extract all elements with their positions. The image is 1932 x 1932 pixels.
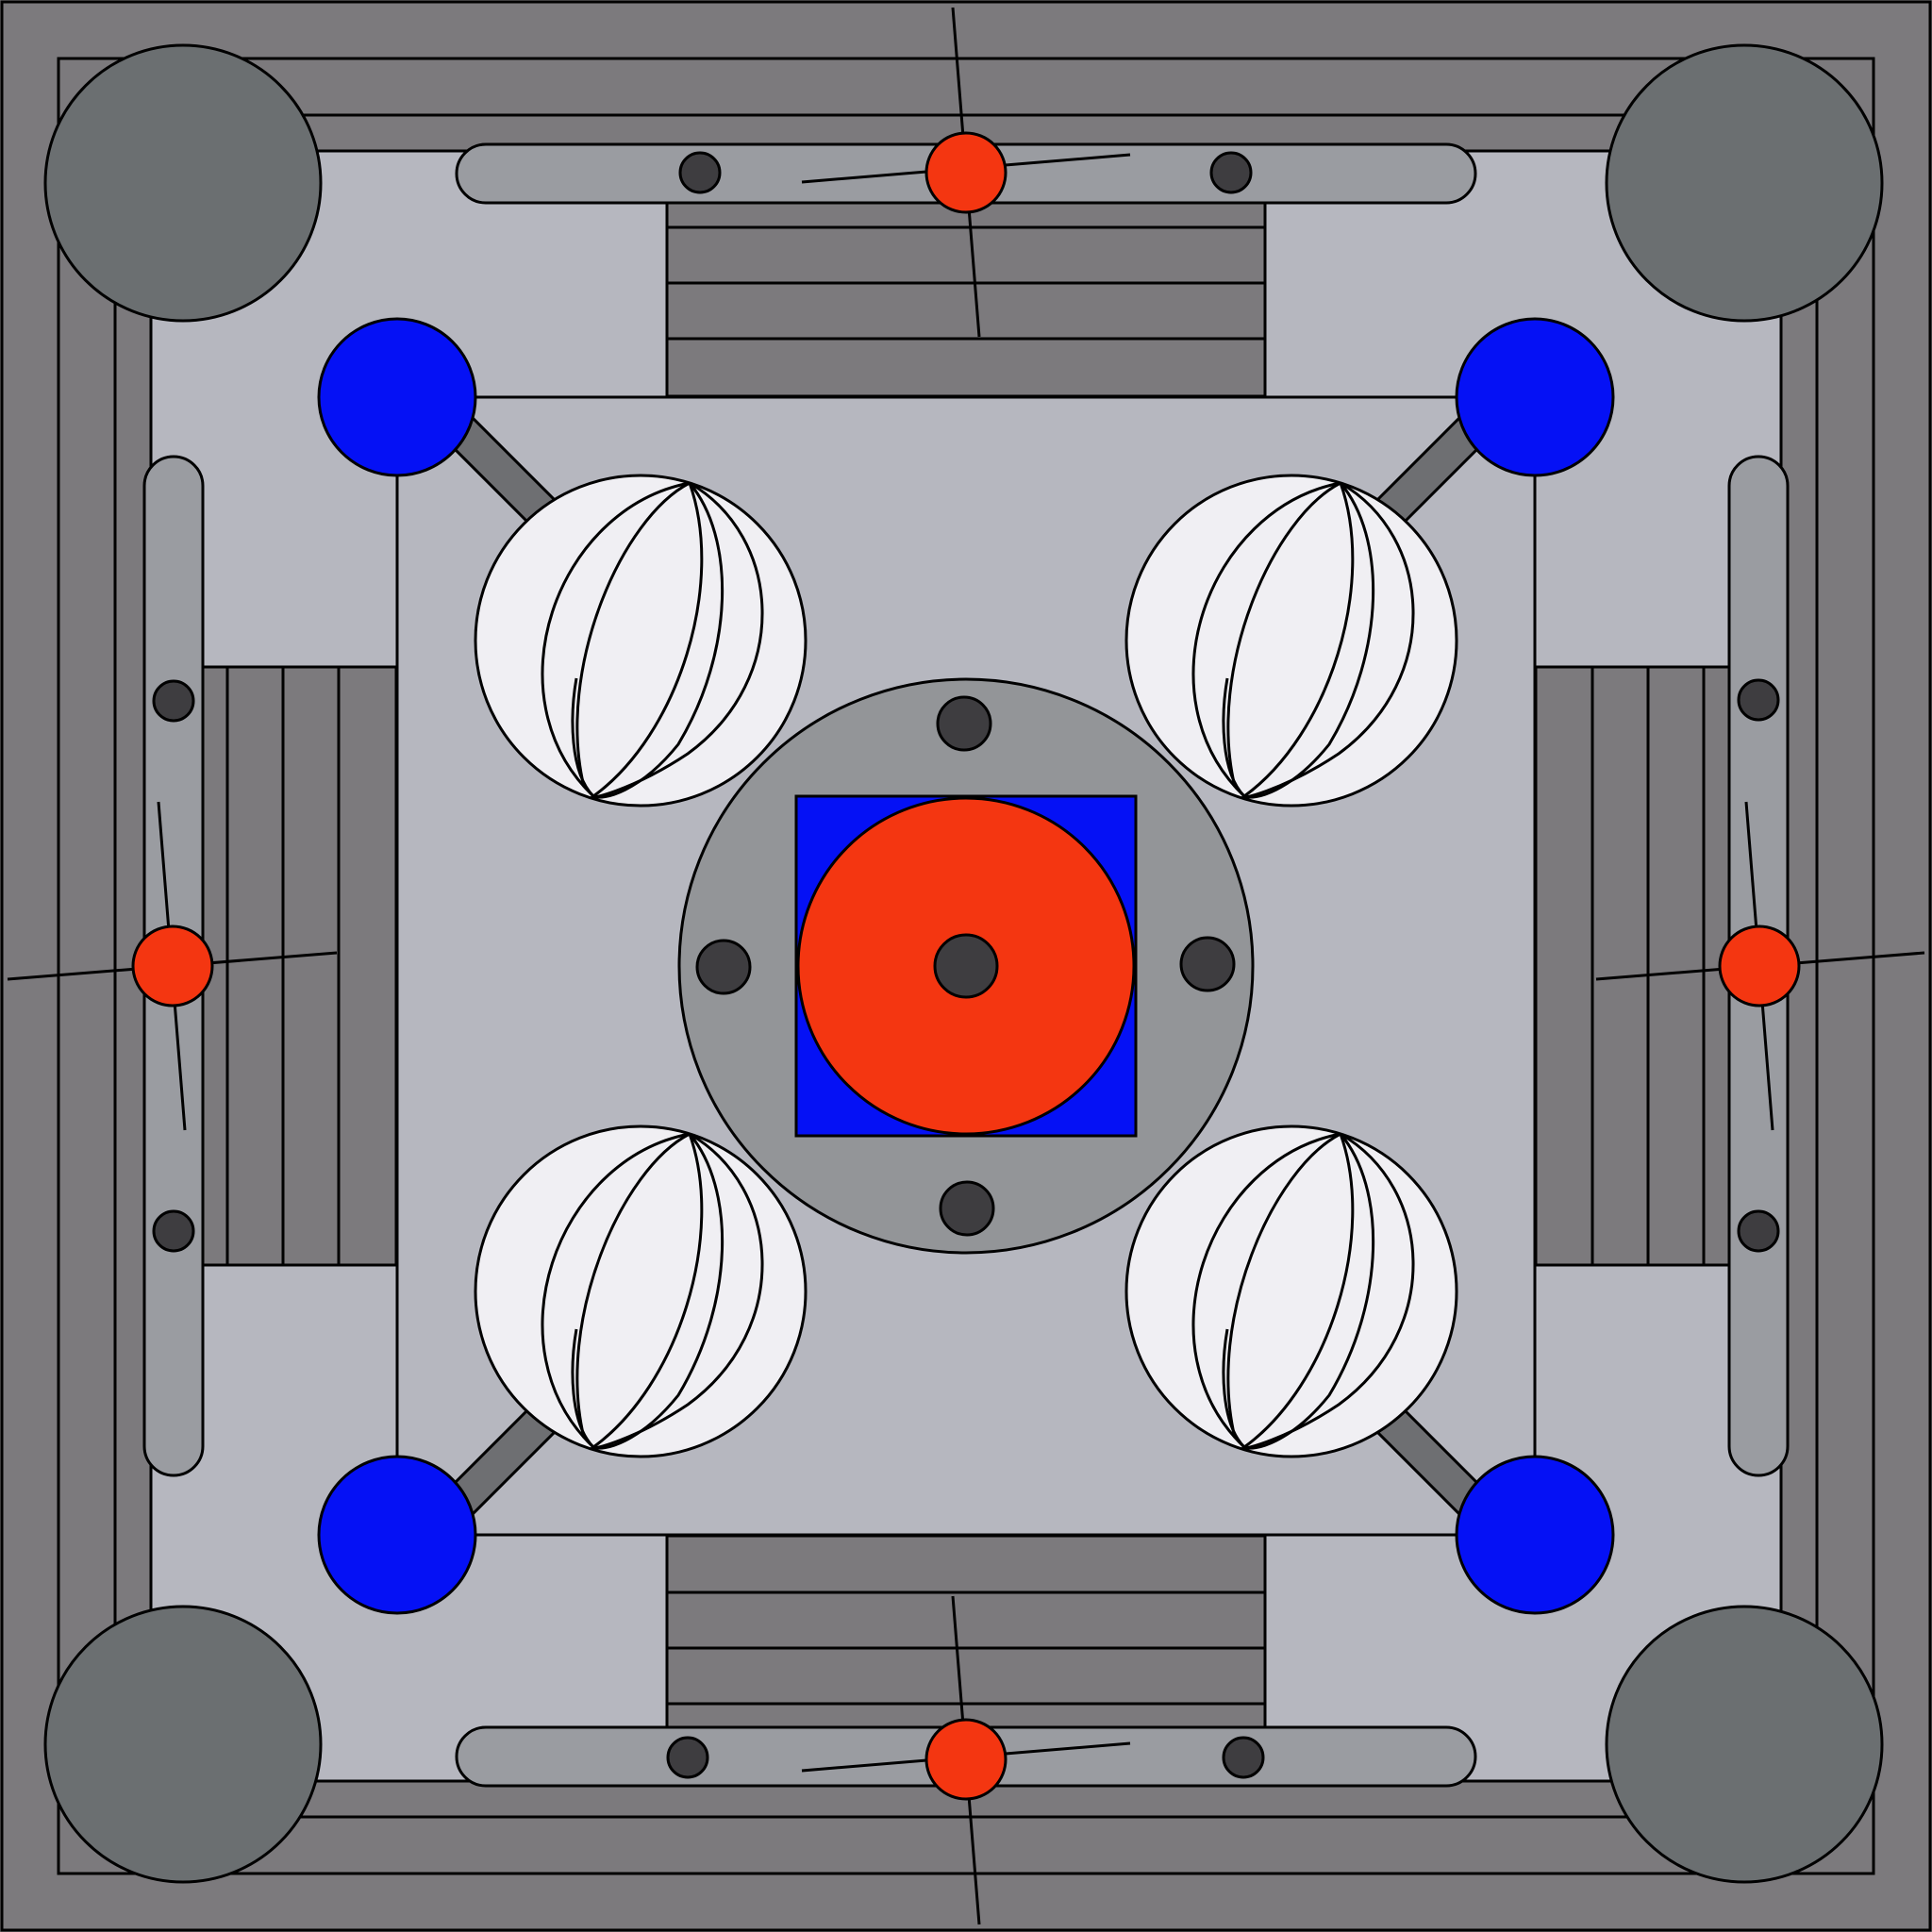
blue-post-icon (1455, 1455, 1615, 1615)
corner-pockets[interactable] (43, 43, 1884, 1884)
ramp-top (665, 198, 1267, 398)
edge-red-pieces[interactable] (131, 131, 1801, 1801)
peg-icon (695, 939, 752, 995)
corner-pocket-icon (1605, 43, 1884, 323)
peg-icon (1222, 1736, 1265, 1779)
white-ball-icon (1124, 474, 1458, 808)
red-piece-icon (924, 1718, 1008, 1801)
blue-post-icon (317, 317, 477, 477)
corner-pocket-icon (43, 1605, 323, 1884)
peg-icon (1179, 936, 1236, 992)
peg-icon (1737, 678, 1780, 722)
ramp-left (198, 665, 398, 1267)
peg-icon (666, 1736, 709, 1779)
ramp-right (1534, 665, 1734, 1267)
center-peg-icon (933, 933, 999, 999)
blue-post-icon (317, 1455, 477, 1615)
white-ball-icon (1124, 1124, 1458, 1458)
blue-post-icon (1455, 317, 1615, 477)
peg-icon (1209, 151, 1253, 194)
white-ball-icon (474, 474, 808, 808)
corner-pocket-icon (1605, 1605, 1884, 1884)
frame-bands (57, 57, 1875, 1875)
red-piece-icon (1718, 924, 1801, 1008)
red-piece-icon (924, 131, 1008, 214)
hub-pegs (695, 695, 1236, 1237)
blue-posts[interactable] (317, 317, 1615, 1615)
white-ball-icon (474, 1124, 808, 1458)
peg-icon (936, 695, 992, 752)
arms (437, 407, 1495, 1525)
rail-pegs (152, 151, 1780, 1779)
peg-icon (939, 1180, 995, 1237)
peg-icon (152, 1209, 195, 1253)
corner-pocket-icon (43, 43, 323, 323)
peg-icon (678, 151, 722, 194)
ramp-bottom (665, 1534, 1267, 1734)
red-piece-icon (131, 924, 214, 1008)
peg-icon (152, 679, 195, 723)
peg-icon (1737, 1209, 1780, 1253)
